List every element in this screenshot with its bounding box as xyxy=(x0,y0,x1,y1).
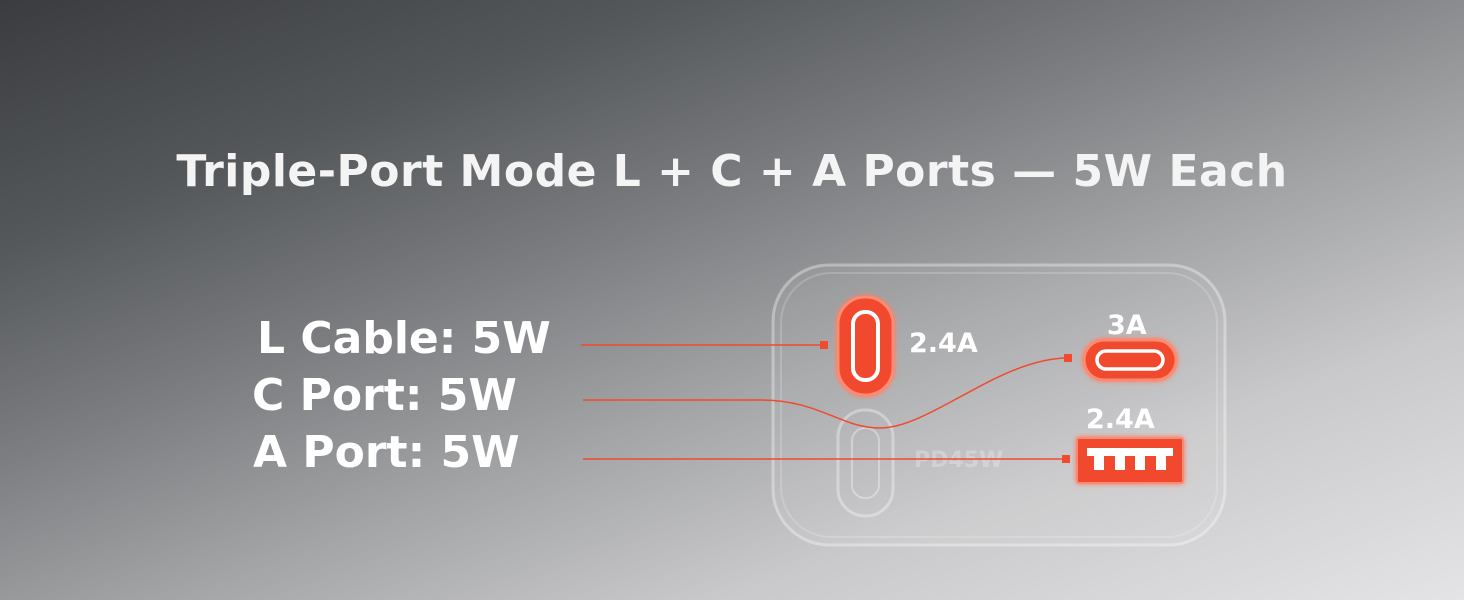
port3-current: 2.4A xyxy=(1086,404,1155,435)
connector-dot xyxy=(820,341,828,349)
usb-c-port-icon xyxy=(1082,338,1178,382)
l-cable-label: L Cable: 5W xyxy=(257,313,551,364)
a-port-label: A Port: 5W xyxy=(253,427,520,478)
connection-lines xyxy=(581,344,1069,460)
port1-current: 2.4A xyxy=(909,328,978,359)
connector-dot xyxy=(1062,455,1070,463)
port2-current: 3A xyxy=(1107,310,1147,341)
inactive-usb-c-port xyxy=(836,408,895,518)
lightning-port-icon xyxy=(836,295,895,397)
page-title: Triple-Port Mode L + C + A Ports — 5W Ea… xyxy=(176,146,1288,197)
c-port-label: C Port: 5W xyxy=(252,370,517,421)
connector-dot xyxy=(1064,354,1072,362)
inactive-port-text: PD45W xyxy=(914,448,1003,473)
usb-a-port-icon xyxy=(1076,437,1184,484)
